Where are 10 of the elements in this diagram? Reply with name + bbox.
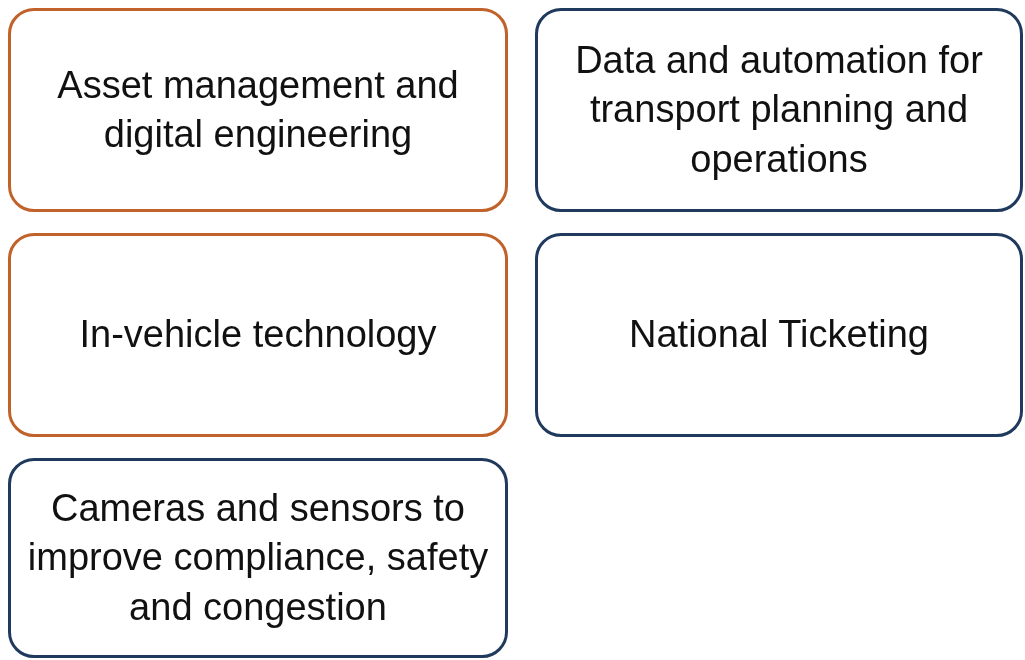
topic-label: Cameras and sensors to improve compliance, safety and congestion <box>26 485 490 630</box>
topic-box <box>535 233 1023 437</box>
topic-box <box>8 233 508 437</box>
topic-label: In-vehicle technology <box>78 312 438 358</box>
topic-label: National Ticketing <box>628 312 930 358</box>
topic-box <box>8 8 508 212</box>
topic-box <box>535 8 1023 212</box>
topic-label: Asset management and digital engineering <box>56 62 460 157</box>
topic-label: Data and automation for transport planning and operations <box>574 37 984 182</box>
topic-box <box>8 458 508 658</box>
